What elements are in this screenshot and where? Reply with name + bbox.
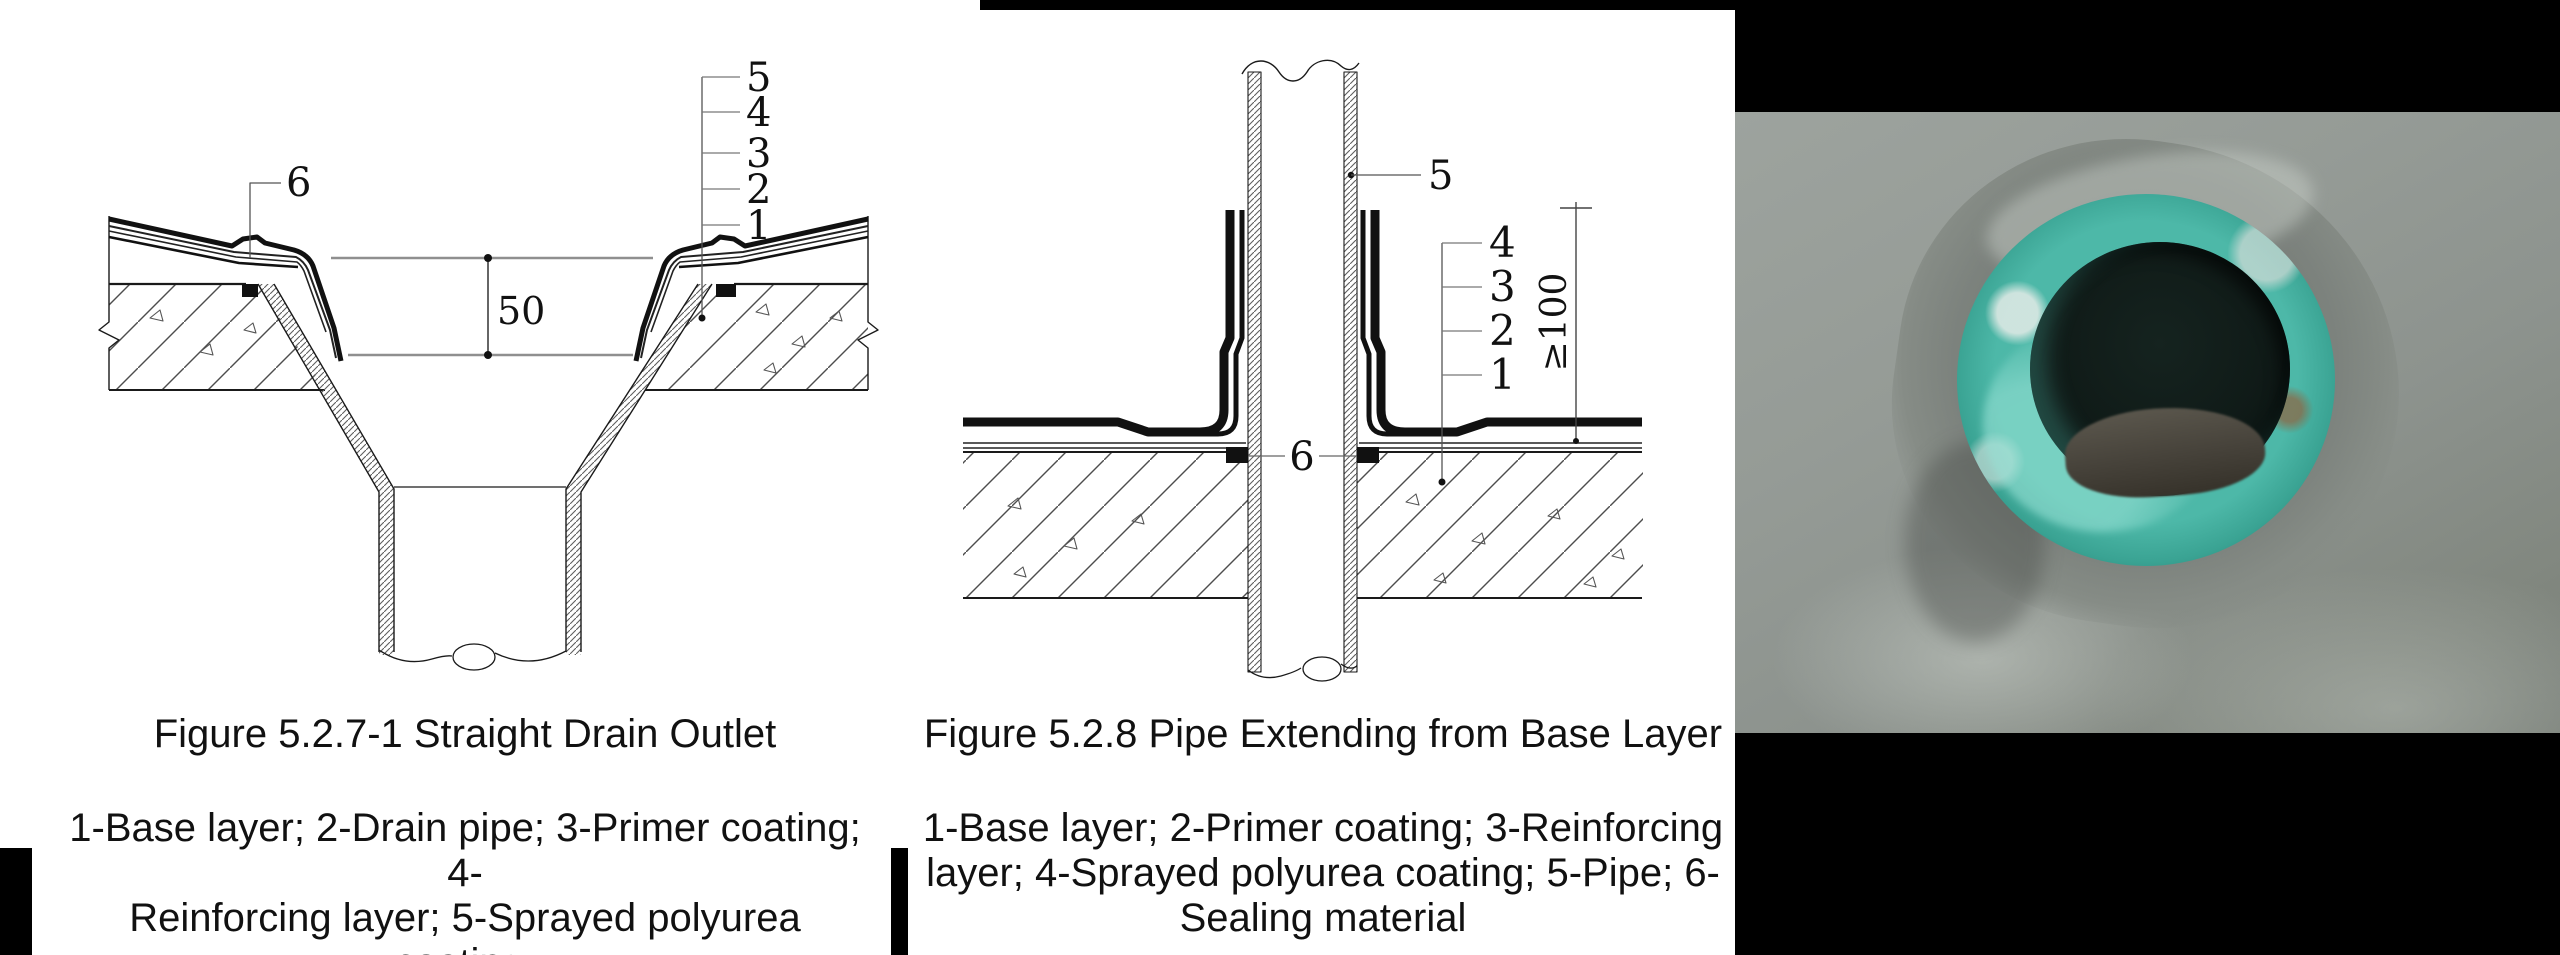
figure2-callout-3-label: 3 (1489, 262, 1516, 311)
figure2-legend-line2: layer; 4-Sprayed polyurea coating; 5-Pip… (926, 851, 1720, 895)
figure2-membrane-left (963, 210, 1235, 437)
figure1-sealing-block-left (242, 284, 258, 297)
figure1-callout-6-label: 6 (286, 160, 311, 206)
figure1-title: Figure 5.2.7-1 Straight Drain Outlet (153, 712, 777, 756)
figure2-aggregate-marks (1007, 493, 1625, 588)
figure2-right-slab-hatch (1357, 452, 1643, 598)
figure1-callout6-leader (249, 182, 281, 258)
figure1-legend: 1-Base layer; 2-Drain pipe; 3-Primer coa… (55, 806, 875, 955)
figure1-legend-line1: 1-Base layer; 2-Drain pipe; 3-Primer coa… (69, 806, 861, 895)
figure1-membrane-left (108, 216, 344, 362)
figure1-right-slab-hatch (645, 284, 868, 390)
figure1-sealing-block-right (716, 284, 736, 297)
figure1-dim-50-label: 50 (497, 289, 545, 333)
figure2-dim-bottom-dot (1573, 438, 1579, 444)
figure1-callout-ticks (702, 76, 740, 226)
figure1-callout-4-label: 4 (746, 90, 771, 136)
figure2-legend-line3: Sealing material (1179, 896, 1467, 940)
figure2-caption: Figure 5.2.8 Pipe Extending from Base La… (903, 712, 1743, 941)
figure1-callout-1-label: 1 (746, 203, 771, 249)
figure2-pipe-bottom-break2 (1340, 663, 1358, 669)
figure1-membrane-right-4 (678, 235, 869, 269)
figure1-membrane-right-2 (640, 225, 869, 359)
figure2-title: Figure 5.2.8 Pipe Extending from Base La… (923, 712, 1723, 756)
figure2-dim-100-label: ≥100 (1534, 273, 1575, 372)
figure2-membrane-left-strip2 (1150, 210, 1245, 437)
figure1-membrane-left-4 (108, 235, 299, 269)
figure1-right-break-edge (857, 216, 879, 390)
figure2-thin-layers-left (963, 442, 1246, 449)
figure1-callout-5-label: 5 (746, 55, 771, 101)
figure2-drawing: 6 5 4 3 2 1 ≥100 (963, 59, 1643, 682)
figure2-sealing-block-left (1226, 447, 1248, 463)
figure1-dim-dot-top (484, 254, 492, 262)
figure2-callout-ticks (1442, 242, 1482, 376)
figure2-callout-2-label: 2 (1489, 306, 1516, 355)
figure1-membrane-left-3 (108, 230, 327, 333)
figure1-callout-3-label: 3 (746, 131, 771, 177)
site-photo (1735, 112, 2560, 733)
figure2-pipe-top-break (1241, 59, 1360, 82)
figure2-pipe-wall-right (1343, 71, 1358, 673)
figure2-callout-6-label: 6 (1289, 434, 1314, 480)
figure1-membrane-right (633, 216, 869, 362)
figure1-callout-leader-dot (698, 314, 706, 322)
figure2-pipe-bottom-loop (1302, 656, 1342, 682)
figure2-callout-1-label: 1 (1489, 350, 1516, 399)
figure2-pipe-bottom-break (1247, 667, 1302, 679)
figure1-callout-2-label: 2 (746, 167, 771, 213)
figure1-funnel-outlines (257, 283, 713, 652)
figure1-pipe-break (378, 649, 453, 663)
figure1-pipe-break-loop (452, 643, 496, 671)
bottom-left-mask-bar (0, 848, 32, 955)
top-right-mask (1735, 0, 2560, 112)
figure1-aggregate-marks (149, 303, 843, 374)
caption-divider-bar (891, 848, 908, 955)
figure1-dim-dot-bottom (484, 351, 492, 359)
figure2-membrane-right-strip2 (1360, 210, 1455, 437)
figure1-legend-line2: Reinforcing layer; 5-Sprayed polyurea co… (129, 896, 801, 955)
figure2-thin-layers-right (1359, 442, 1642, 449)
top-strip-mask (980, 0, 1735, 10)
figure2-legend-line1: 1-Base layer; 2-Primer coating; 3-Reinfo… (922, 806, 1724, 850)
figure1-membrane-left-2 (108, 225, 337, 359)
figure2-callout-5-label: 5 (1428, 153, 1453, 199)
figure2-pipe-wall-left (1247, 71, 1262, 673)
figure2-sealing-block-right (1357, 447, 1379, 463)
bottom-right-mask (1735, 733, 2560, 955)
figure2-left-slab-hatch (963, 452, 1248, 598)
figure2-callout-leader-dot (1438, 478, 1446, 486)
figure1-drawing: 50 5 4 3 2 1 6 (98, 55, 879, 671)
figure1-left-slab-hatch (109, 284, 325, 390)
figure1-funnel-left-wall (258, 284, 394, 655)
figure2-callout-4-label: 4 (1489, 218, 1516, 267)
figure1-pipe-break2 (494, 650, 567, 662)
figure1-caption: Figure 5.2.7-1 Straight Drain Outlet 1-B… (55, 712, 875, 955)
figure1-left-break-edge (98, 216, 120, 390)
figure2-legend: 1-Base layer; 2-Primer coating; 3-Reinfo… (903, 806, 1743, 941)
figure1-membrane-right-3 (650, 230, 869, 333)
